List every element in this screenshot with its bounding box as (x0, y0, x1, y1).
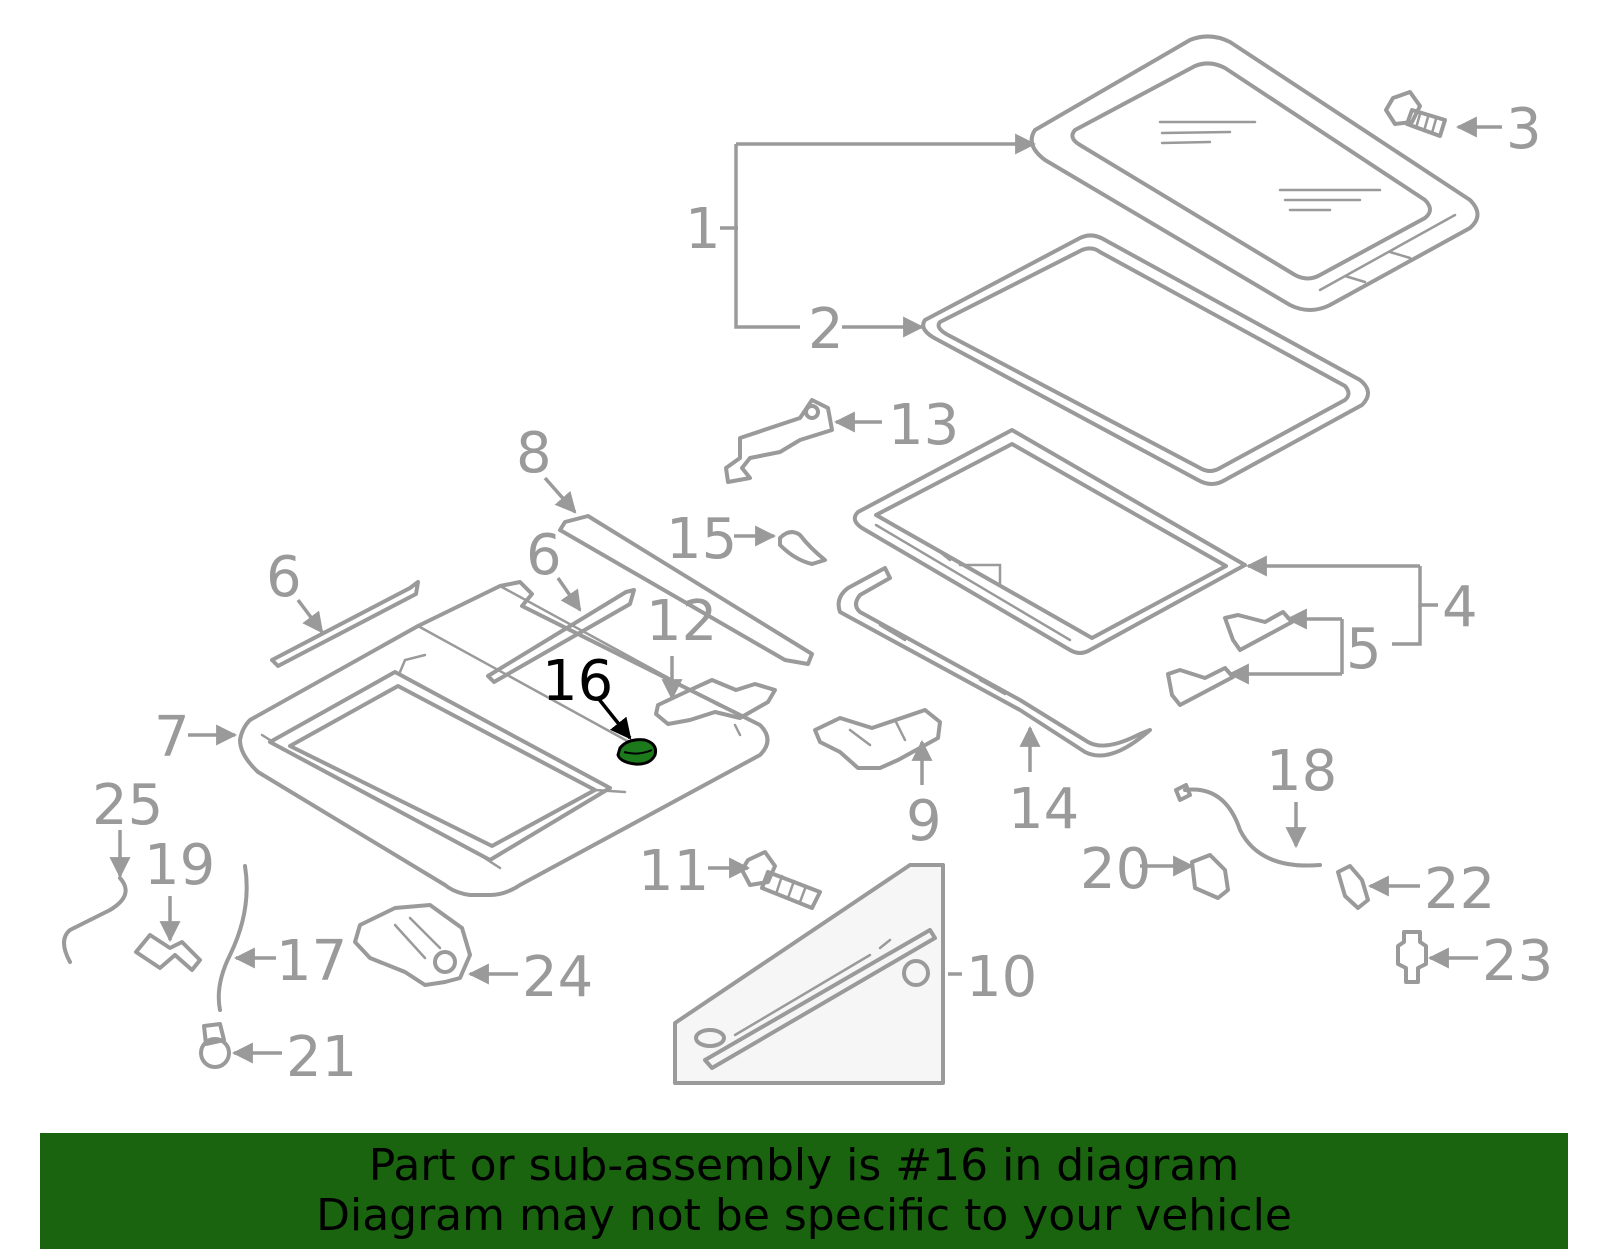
part-7-main-frame (238, 580, 770, 897)
callout-3: 3 (1506, 97, 1542, 162)
callout-6-mid: 6 (526, 523, 562, 588)
part-21-connector (199, 1022, 231, 1069)
info-banner: Part or sub-assembly is #16 in diagram D… (40, 1133, 1568, 1249)
part-16-cap (616, 738, 657, 766)
callout-15: 15 (666, 507, 737, 572)
part-18-hose (1174, 783, 1322, 868)
part-20-clip (1190, 853, 1230, 900)
callout-2: 2 (808, 297, 844, 362)
callout-23: 23 (1482, 929, 1553, 994)
part-24-motor (353, 903, 472, 987)
leader-lines (109, 116, 1502, 1064)
callout-8: 8 (516, 421, 552, 486)
banner-line-part-info: Part or sub-assembly is #16 in diagram (368, 1140, 1240, 1191)
callout-14: 14 (1008, 777, 1079, 842)
callout-5: 5 (1346, 617, 1382, 682)
part-2-seal-frame (921, 233, 1370, 486)
part-14-strip (836, 566, 1152, 758)
part-23-fastener (1396, 930, 1428, 984)
part-12-bracket (654, 678, 777, 726)
part-25-tube (62, 876, 128, 964)
callout-7: 7 (154, 705, 190, 770)
part-11-bolt (740, 850, 822, 910)
callout-1: 1 (685, 197, 721, 262)
part-15-clip (778, 530, 827, 566)
part-19-clip (134, 933, 202, 972)
part-6-strip-mid (486, 588, 636, 684)
part-1-glass-panel (1029, 34, 1480, 312)
callout-16: 16 (542, 649, 613, 714)
callout-4: 4 (1442, 575, 1478, 640)
callout-12: 12 (646, 589, 717, 654)
callout-18: 18 (1266, 739, 1337, 804)
part-6-strip-left (270, 580, 420, 668)
part-22-clip (1336, 864, 1370, 910)
part-10-panel-box (673, 863, 945, 1085)
callout-25: 25 (92, 773, 163, 838)
part-4-shade-frame (852, 428, 1247, 655)
callout-20: 20 (1080, 837, 1151, 902)
callout-24: 24 (522, 945, 593, 1010)
callout-6-left: 6 (266, 545, 302, 610)
callout-11: 11 (638, 839, 709, 904)
callout-9: 9 (906, 789, 942, 854)
part-3-bolt (1384, 90, 1447, 138)
part-5-guides (1166, 610, 1294, 707)
part-13-bracket (724, 398, 834, 484)
callout-labels: 1 2 3 4 5 6 6 7 8 9 10 11 12 13 14 15 16… (92, 97, 1553, 1090)
callout-13: 13 (888, 393, 959, 458)
part-17-hose (216, 864, 249, 1012)
banner-line-disclaimer: Diagram may not be specific to your vehi… (316, 1190, 1292, 1241)
callout-22: 22 (1424, 857, 1495, 922)
callout-21: 21 (286, 1025, 357, 1090)
callout-10: 10 (966, 945, 1037, 1010)
callout-17: 17 (276, 929, 347, 994)
part-8-rod (558, 514, 814, 666)
callout-19: 19 (144, 833, 215, 898)
